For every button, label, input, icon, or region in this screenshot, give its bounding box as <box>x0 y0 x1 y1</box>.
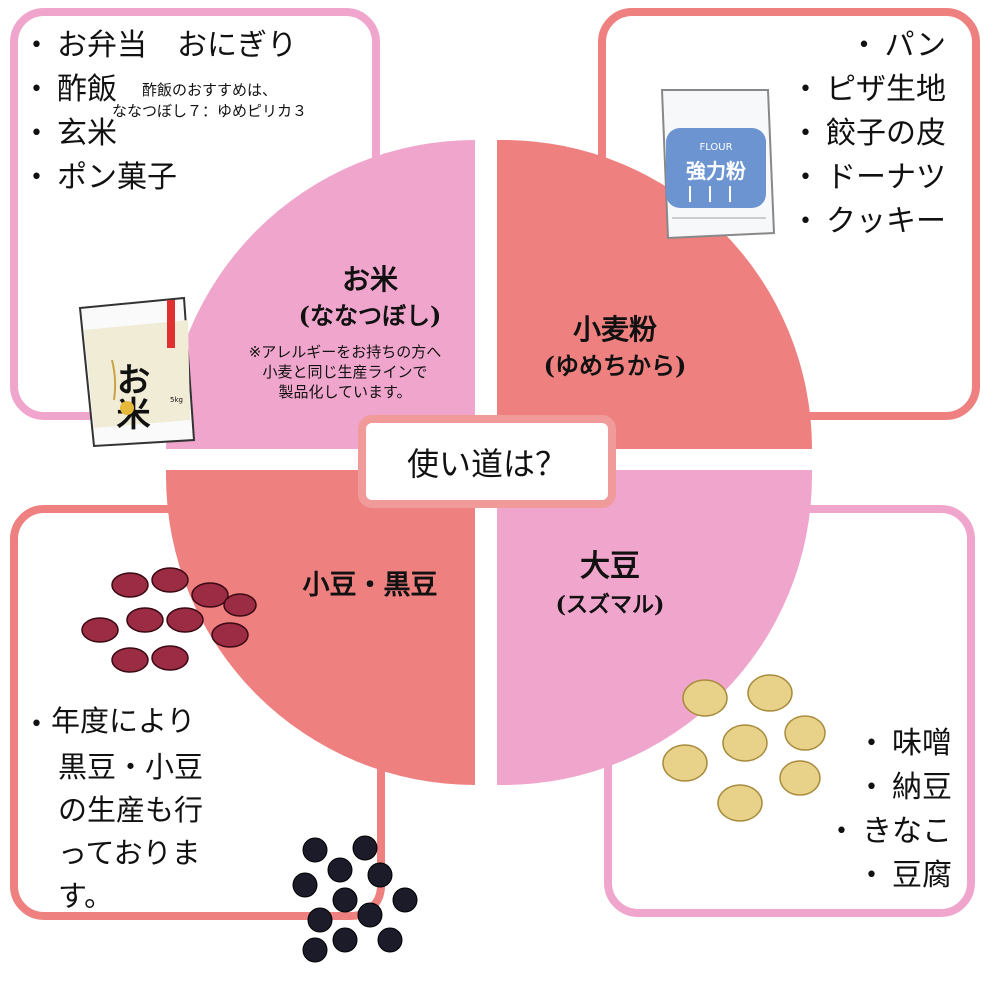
note-line: •年度により <box>30 704 196 738</box>
list-item: 豆腐 <box>835 854 952 898</box>
list-item: 玄米 <box>30 112 297 156</box>
note-line: 酢飯のおすすめは、 <box>142 81 278 99</box>
black-beans-illustration <box>292 835 418 963</box>
soy-name: 大豆 <box>580 549 640 584</box>
wheat-uses-list: パン ピザ生地 餃子の皮 ドーナツ クッキー <box>799 24 946 244</box>
list-item: ピザ生地 <box>799 68 946 112</box>
note-line: す。 <box>58 879 114 913</box>
beans-note: •年度により 黒豆・小豆 の生産も行 っておりま す。 <box>30 700 203 918</box>
beans-title: 小豆・黒豆 <box>302 570 438 601</box>
list-item: 酢飯 <box>30 68 297 112</box>
soy-variety: (スズマル) <box>555 592 665 618</box>
rice-title: お米 (ななつぼし) <box>270 262 470 334</box>
wheat-name: 小麦粉 <box>572 313 657 346</box>
list-item: クッキー <box>799 200 946 244</box>
rice-variety: (ななつぼし) <box>298 301 442 330</box>
list-item: ポン菓子 <box>30 156 297 200</box>
soy-uses-list: 味噌 納豆 きなこ 豆腐 <box>835 722 952 898</box>
note-line: ※アレルギーをお持ちの方へ <box>248 343 442 361</box>
list-item: お弁当 おにぎり <box>30 24 297 68</box>
note-line: ななつぼし７：ゆめピリカ３ <box>112 102 308 120</box>
allergy-note: ※アレルギーをお持ちの方へ 小麦と同じ生産ラインで 製品化しています。 <box>220 342 470 402</box>
sushi-rice-note: 酢飯のおすすめは、 ななつぼし７：ゆめピリカ３ <box>112 80 372 122</box>
rice-uses-list: お弁当 おにぎり 酢飯 玄米 ポン菓子 <box>30 24 297 200</box>
wheat-title: 小麦粉 (ゆめちから) <box>515 312 715 384</box>
wheat-variety: (ゆめちから) <box>543 351 687 380</box>
list-item: ドーナツ <box>799 156 946 200</box>
note-line: の生産も行 <box>58 793 204 827</box>
list-item: 餃子の皮 <box>799 112 946 156</box>
note-line: 黒豆・小豆 <box>58 750 204 784</box>
rice-bag-weight: 5kg <box>170 396 183 404</box>
list-item: パン <box>799 24 947 68</box>
center-label: 使い道は？ <box>358 415 616 508</box>
list-item: 納豆 <box>835 766 952 810</box>
note-line: 小麦と同じ生産ラインで <box>262 363 428 381</box>
rice-bag-illustration: お米 5kg <box>78 296 196 448</box>
rice-bag-label: お米 <box>110 362 150 430</box>
note-line: っておりま <box>58 836 201 870</box>
red-beans-illustration <box>81 567 257 673</box>
list-item: 味噌 <box>835 722 952 766</box>
flour-bag-label: 強力粉 <box>686 159 746 183</box>
soybeans-illustration <box>662 674 826 822</box>
flour-bag-top-label: FLOUR <box>699 142 732 153</box>
soy-title: 大豆 (スズマル) <box>510 548 710 624</box>
flour-bag-illustration: FLOUR 強力粉 <box>660 89 776 240</box>
rice-name: お米 <box>341 263 398 296</box>
list-item: きなこ <box>835 810 952 854</box>
note-line: 製品化しています。 <box>278 383 412 401</box>
